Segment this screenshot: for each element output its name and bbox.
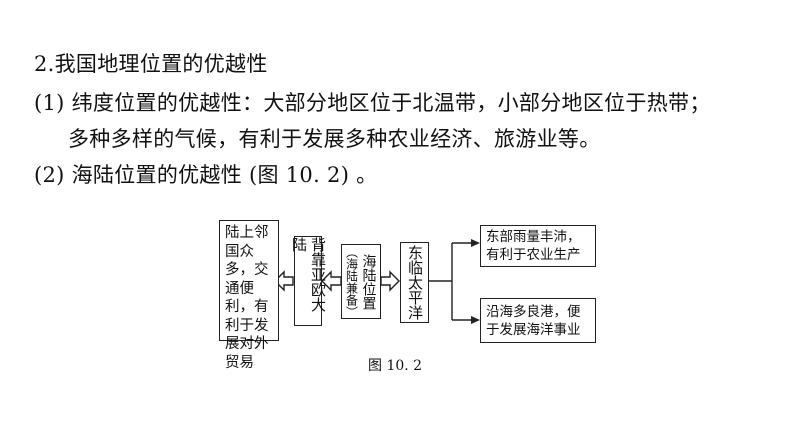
center-box: 海陆位置 （海陆兼备） <box>341 244 381 319</box>
east-box: 东临太平洋 <box>400 242 429 323</box>
center-note: （海陆兼备） <box>344 245 359 318</box>
right-top-box: 东部雨量丰沛，有利于农业生产 <box>480 225 596 267</box>
left-box: 陆上邻国众多，交通便利，有利于发展对外贸易 <box>219 220 279 371</box>
point-1-line-1: (1) 纬度位置的优越性：大部分地区位于北温带，小部分地区位于热带； <box>34 91 711 115</box>
center-title: 海陆位置 <box>360 253 377 310</box>
arrowhead-top <box>471 239 480 247</box>
heading: 2.我国地理位置的优越性 <box>34 52 268 76</box>
back-box: 背靠亚欧大陆 <box>290 236 327 326</box>
bracket-line <box>429 243 453 320</box>
right-bottom-box: 沿海多良港，便于发展海洋事业 <box>480 298 596 343</box>
arrow-back-to-left <box>274 270 294 292</box>
figure-caption: 图 10. 2 <box>368 358 423 374</box>
arrowhead-bottom <box>471 316 480 324</box>
point-1-line-2: 多种多样的气候，有利于发展多种农业经济、旅游业等。 <box>68 127 601 151</box>
point-2: (2) 海陆位置的优越性 (图 10. 2) 。 <box>34 163 378 187</box>
arrow-center-to-east <box>380 270 400 292</box>
arrow-center-to-back <box>321 270 342 292</box>
